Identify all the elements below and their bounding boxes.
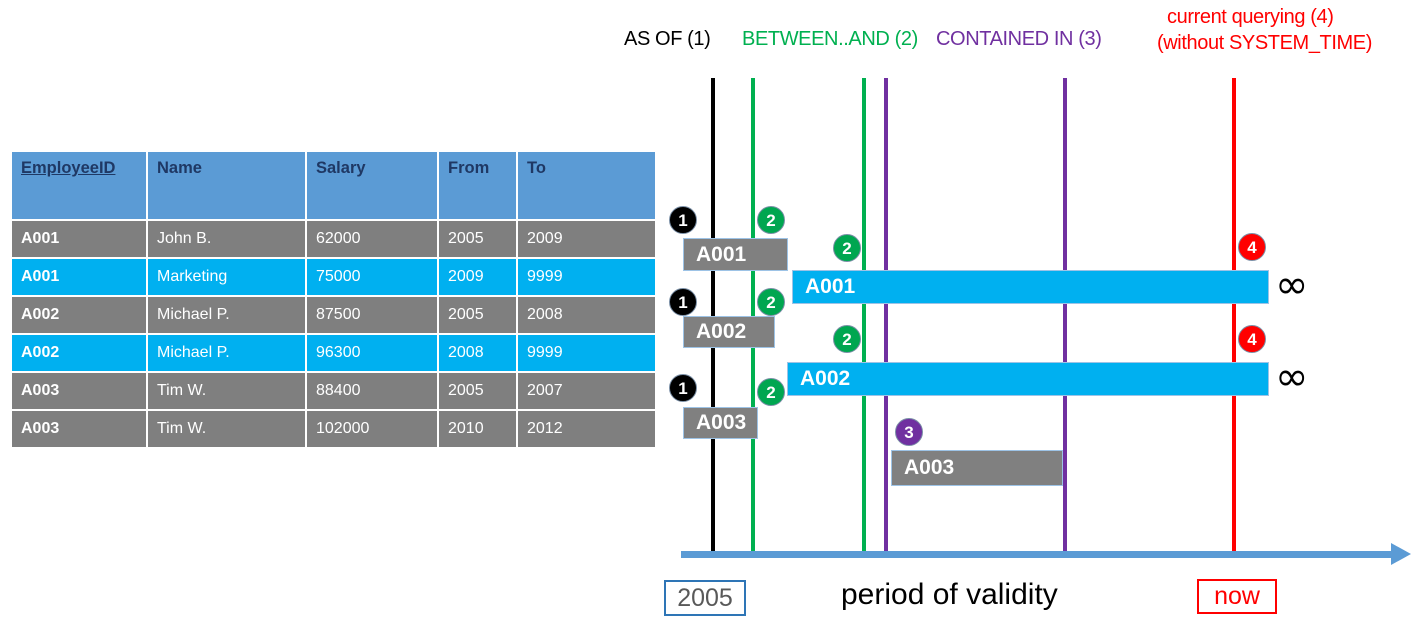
legend-current-querying: current querying (4) <box>1167 6 1334 28</box>
marker-1-a002: 1 <box>669 288 697 316</box>
cell-name: Tim W. <box>148 373 305 409</box>
marker-4-a002: 4 <box>1238 325 1266 353</box>
infinity-symbol-a001: ∞ <box>1275 262 1309 308</box>
cell-name: Michael P. <box>148 335 305 371</box>
cell-salary: 96300 <box>307 335 437 371</box>
column-header-employeeid: EmployeeID <box>12 152 146 219</box>
legend-without-system-time: (without SYSTEM_TIME) <box>1157 32 1372 54</box>
bar-a002-historic: A002 <box>683 316 775 348</box>
cell-salary: 87500 <box>307 297 437 333</box>
cell-to: 9999 <box>518 335 655 371</box>
cell-salary: 62000 <box>307 221 437 257</box>
marker-2-a002-end: 2 <box>833 325 861 353</box>
vline-contained-start <box>884 78 888 558</box>
cell-employeeid: A003 <box>12 411 146 447</box>
vline-between-end <box>862 78 866 558</box>
cell-from: 2010 <box>439 411 516 447</box>
column-header-salary: Salary <box>307 152 437 219</box>
cell-employeeid: A002 <box>12 335 146 371</box>
cell-salary: 102000 <box>307 411 437 447</box>
axis-caption: period of validity <box>841 578 1058 611</box>
cell-salary: 75000 <box>307 259 437 295</box>
cell-employeeid: A001 <box>12 221 146 257</box>
marker-4-a001: 4 <box>1238 233 1266 261</box>
bar-a003-second: A003 <box>891 450 1063 486</box>
bar-a003-historic: A003 <box>683 407 758 439</box>
timeline-axis <box>681 551 1393 558</box>
column-header-to: To <box>518 152 655 219</box>
table-header-row: EmployeeID Name Salary From To <box>12 152 655 219</box>
bar-a001-historic: A001 <box>683 238 788 271</box>
axis-end-label: now <box>1197 579 1277 614</box>
axis-start-label: 2005 <box>664 580 746 616</box>
legend-contained-in: CONTAINED IN (3) <box>936 28 1102 50</box>
infinity-symbol-a002: ∞ <box>1275 354 1309 400</box>
cell-to: 2008 <box>518 297 655 333</box>
cell-from: 2005 <box>439 297 516 333</box>
cell-employeeid: A002 <box>12 297 146 333</box>
marker-2-a003: 2 <box>757 378 785 406</box>
cell-name: Tim W. <box>148 411 305 447</box>
cell-from: 2005 <box>439 221 516 257</box>
cell-to: 9999 <box>518 259 655 295</box>
marker-2-a002: 2 <box>757 288 785 316</box>
vline-contained-end <box>1063 78 1067 558</box>
column-header-from: From <box>439 152 516 219</box>
cell-employeeid: A001 <box>12 259 146 295</box>
cell-name: Michael P. <box>148 297 305 333</box>
vline-now <box>1232 78 1236 558</box>
marker-1-a001: 1 <box>669 206 697 234</box>
bar-a001-current: A001 <box>792 270 1269 304</box>
cell-from: 2008 <box>439 335 516 371</box>
column-header-name: Name <box>148 152 305 219</box>
legend-between-and: BETWEEN..AND (2) <box>742 28 918 50</box>
cell-to: 2009 <box>518 221 655 257</box>
legend-as-of: AS OF (1) <box>624 28 711 50</box>
cell-name: Marketing <box>148 259 305 295</box>
timeline-arrow-icon <box>1391 543 1411 565</box>
cell-employeeid: A003 <box>12 373 146 409</box>
marker-3-a003: 3 <box>895 418 923 446</box>
cell-to: 2012 <box>518 411 655 447</box>
cell-from: 2005 <box>439 373 516 409</box>
table-header: EmployeeID Name Salary From To <box>12 152 655 219</box>
marker-2-a001: 2 <box>757 206 785 234</box>
cell-to: 2007 <box>518 373 655 409</box>
cell-salary: 88400 <box>307 373 437 409</box>
marker-1-a003: 1 <box>669 374 697 402</box>
bar-a002-current: A002 <box>787 362 1269 396</box>
cell-from: 2009 <box>439 259 516 295</box>
cell-name: John B. <box>148 221 305 257</box>
marker-2-a001-end: 2 <box>833 234 861 262</box>
